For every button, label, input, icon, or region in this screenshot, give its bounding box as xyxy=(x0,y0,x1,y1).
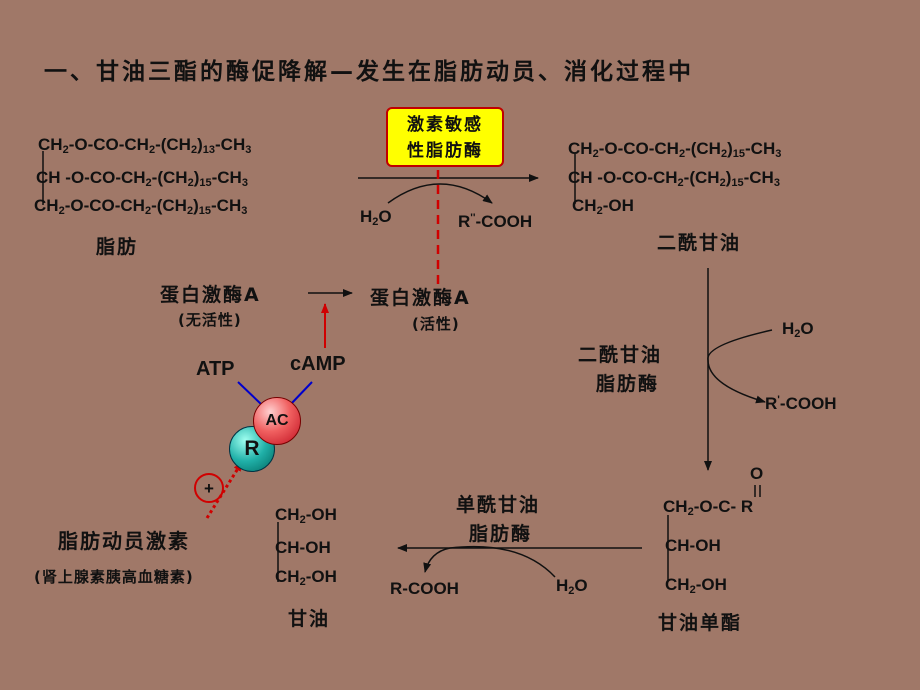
pka-inactive-note: (无活性) xyxy=(178,311,242,329)
pka-active: 蛋白激酶A xyxy=(370,287,471,309)
mg-line-1: CH2-O-C- R xyxy=(663,497,754,518)
tg-line-2: CH -O-CO-CH2-(CH2)15-CH3 xyxy=(36,168,248,189)
dg-line-3: CH2-OH xyxy=(572,196,634,217)
mg-lipase-line-1: 单酰甘油 xyxy=(456,494,541,516)
step1-acid: R''-COOH xyxy=(458,212,533,231)
dg-line-2: CH -O-CO-CH2-(CH2)15-CH3 xyxy=(568,168,780,189)
hormone-name: 脂肪动员激素 xyxy=(58,529,190,553)
receptor-ball: R xyxy=(229,426,275,472)
mg-label: 甘油单酯 xyxy=(658,612,743,634)
dg-lipase-line-2: 脂肪酶 xyxy=(596,373,660,395)
hsl-line-1: 激素敏感 xyxy=(407,115,483,135)
camp-label: cAMP xyxy=(290,353,346,375)
tg-label: 脂肪 xyxy=(96,236,139,258)
mg-line-3: CH2-OH xyxy=(665,575,727,596)
glycerol-line-2: CH-OH xyxy=(275,538,331,557)
glycerol-label: 甘油 xyxy=(288,608,331,630)
tg-line-1: CH2-O-CO-CH2-(CH2)13-CH3 xyxy=(38,135,252,156)
mg-line-2: CH-OH xyxy=(665,536,721,555)
mg-carbonyl-oxygen: O xyxy=(750,464,764,483)
camp-link xyxy=(289,381,313,406)
hsl-enzyme-box: 激素敏感 性脂肪酶 xyxy=(386,107,504,167)
step3-water: H2O xyxy=(556,576,588,597)
slide-title: 一、甘油三酯的酶促降解—发生在脂肪动员、消化过程中 xyxy=(44,59,694,85)
step2-curve xyxy=(707,329,773,404)
atp-link xyxy=(237,381,263,406)
glycerol-line-3: CH2-OH xyxy=(275,567,337,588)
plus-icon: + xyxy=(194,473,224,503)
tg-line-3: CH2-O-CO-CH2-(CH2)15-CH3 xyxy=(34,196,248,217)
glycerol-line-1: CH2-OH xyxy=(275,505,337,526)
hormone-arrow xyxy=(205,461,244,519)
step1-curve xyxy=(387,183,493,204)
pka-active-note: (活性) xyxy=(412,315,460,333)
step3-acid: R-COOH xyxy=(390,579,459,598)
adenylate-cyclase-ball: AC xyxy=(253,397,301,445)
step2-water: H2O xyxy=(782,319,814,340)
dg-label: 二酰甘油 xyxy=(657,232,742,254)
hormone-examples: (肾上腺素胰高血糖素) xyxy=(34,568,194,586)
dg-lipase-line-1: 二酰甘油 xyxy=(578,344,663,366)
pka-inactive: 蛋白激酶A xyxy=(160,284,261,306)
hsl-line-2: 性脂肪酶 xyxy=(407,141,483,161)
mg-lipase-line-2: 脂肪酶 xyxy=(469,523,533,545)
step3-curve xyxy=(423,545,556,578)
dg-line-1: CH2-O-CO-CH2-(CH2)15-CH3 xyxy=(568,139,782,160)
step1-water: H2O xyxy=(360,207,392,228)
atp-label: ATP xyxy=(196,358,235,380)
step2-acid: R'-COOH xyxy=(765,394,837,413)
